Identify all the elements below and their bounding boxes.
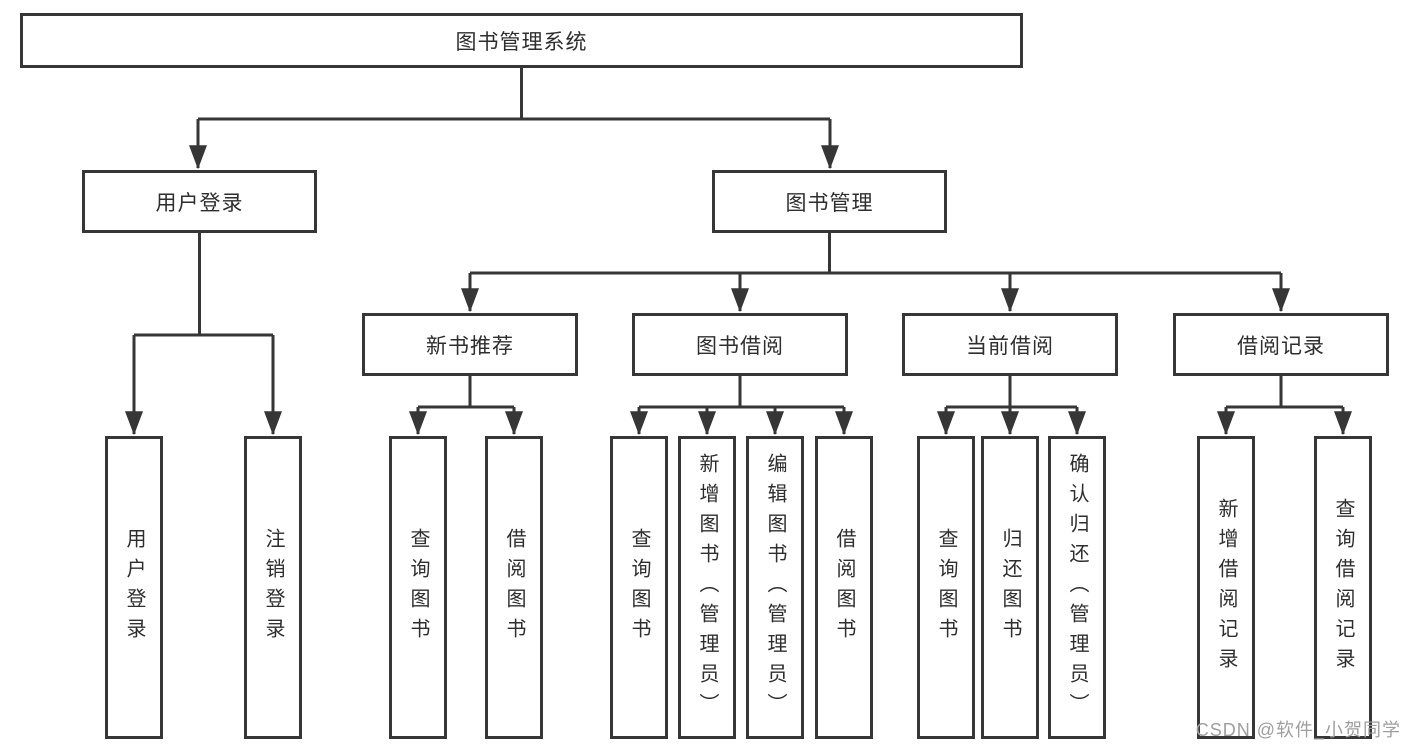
node-label: 借阅记录 <box>1237 334 1325 358</box>
node-label: 借阅图书 <box>833 527 855 648</box>
node-label: 查询借阅记录 <box>1332 497 1354 678</box>
node-label: 图书管理系统 <box>455 30 588 54</box>
node-label: 查询图书 <box>407 527 429 648</box>
leaf-edit-books-admin: 编辑图书（管理员） <box>746 436 804 739</box>
node-label: 图书管理 <box>785 191 874 215</box>
leaf-borrow-books-borrowing: 借阅图书 <box>815 436 873 739</box>
node-current-borrowing: 当前借阅 <box>902 313 1118 376</box>
node-book-borrowing: 图书借阅 <box>632 313 848 376</box>
node-label: 注销登录 <box>262 527 284 648</box>
leaf-user-login: 用户登录 <box>105 436 163 739</box>
node-label: 新增图书（管理员） <box>696 452 718 723</box>
node-borrowing-records: 借阅记录 <box>1173 313 1389 376</box>
leaf-query-books-borrowing: 查询图书 <box>610 436 668 739</box>
node-label: 用户登录 <box>123 527 145 648</box>
node-label: 借阅图书 <box>503 527 525 648</box>
node-label: 当前借阅 <box>966 334 1054 358</box>
node-label: 归还图书 <box>999 527 1021 648</box>
node-label: 查询图书 <box>935 527 957 648</box>
node-label: 用户登录 <box>155 191 244 215</box>
leaf-query-books-recommend: 查询图书 <box>389 436 447 739</box>
leaf-return-books: 归还图书 <box>981 436 1039 739</box>
node-label: 编辑图书（管理员） <box>764 452 786 723</box>
node-label: 图书借阅 <box>696 334 784 358</box>
csdn-watermark: CSDN @软件_小贺同学 <box>1195 720 1401 740</box>
node-library-management-system: 图书管理系统 <box>20 13 1023 68</box>
node-new-book-recommend: 新书推荐 <box>362 313 578 376</box>
leaf-borrow-books-recommend: 借阅图书 <box>485 436 543 739</box>
node-label: 新书推荐 <box>426 334 514 358</box>
node-book-management: 图书管理 <box>712 170 947 233</box>
node-label: 确认归还（管理员） <box>1066 452 1088 723</box>
leaf-confirm-return-admin: 确认归还（管理员） <box>1048 436 1106 739</box>
leaf-add-borrow-record: 新增借阅记录 <box>1197 436 1255 739</box>
leaf-query-books-current: 查询图书 <box>917 436 975 739</box>
node-label: 查询图书 <box>628 527 650 648</box>
leaf-add-books-admin: 新增图书（管理员） <box>678 436 736 739</box>
leaf-logout: 注销登录 <box>244 436 302 739</box>
leaf-query-borrow-record: 查询借阅记录 <box>1314 436 1372 739</box>
node-label: 新增借阅记录 <box>1215 497 1237 678</box>
node-user-login: 用户登录 <box>82 170 317 233</box>
